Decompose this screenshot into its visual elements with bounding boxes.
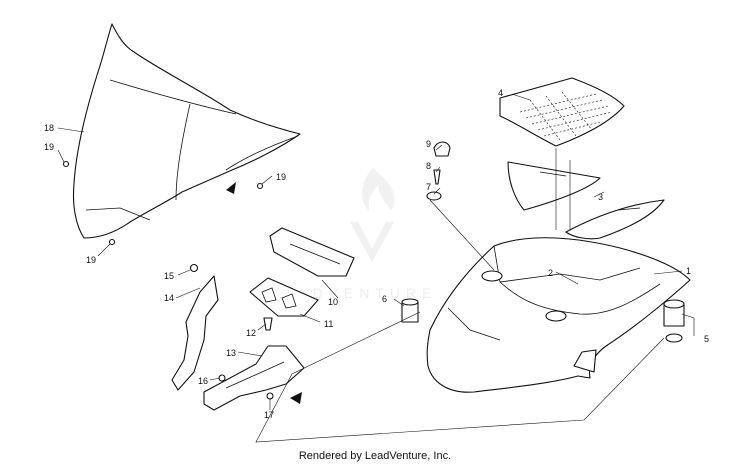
callout-16: 16 bbox=[198, 376, 208, 386]
knob-9 bbox=[433, 141, 451, 157]
grommet-7 bbox=[426, 191, 442, 201]
switch-5 bbox=[663, 299, 685, 343]
fastener-15 bbox=[189, 263, 199, 273]
leader-lines bbox=[57, 93, 695, 443]
callout-9: 9 bbox=[426, 139, 431, 149]
callout-8: 8 bbox=[426, 161, 431, 171]
windshield bbox=[72, 23, 301, 239]
hood bbox=[426, 237, 691, 393]
callout-3: 3 bbox=[598, 192, 603, 202]
callout-15: 15 bbox=[164, 271, 174, 281]
callout-1: 1 bbox=[686, 266, 691, 276]
callout-5: 5 bbox=[704, 334, 709, 344]
fastener-19a bbox=[62, 160, 70, 168]
gauge-housing bbox=[269, 227, 355, 277]
lens-upper bbox=[507, 161, 601, 211]
lens-lower bbox=[565, 199, 665, 240]
bracket-13 bbox=[203, 345, 305, 411]
callout-12: 12 bbox=[246, 328, 256, 338]
callout-7: 7 bbox=[426, 182, 431, 192]
arrow-marker-icon bbox=[290, 392, 302, 404]
callout-14: 14 bbox=[164, 293, 174, 303]
fastener-19c bbox=[108, 238, 116, 246]
callout-19: 19 bbox=[44, 142, 54, 152]
callout-4: 4 bbox=[498, 88, 503, 98]
mount-bracket-14 bbox=[171, 275, 219, 391]
fastener-19b bbox=[256, 182, 264, 190]
callout-13: 13 bbox=[226, 348, 236, 358]
footer-credit: Rendered by LeadVenture, Inc. bbox=[298, 450, 452, 462]
switch-6 bbox=[401, 298, 419, 323]
arrow-marker-icon bbox=[226, 182, 236, 194]
callout-11: 11 bbox=[324, 319, 333, 329]
callout-2: 2 bbox=[548, 268, 553, 278]
callout-18: 18 bbox=[44, 123, 54, 133]
screw-8 bbox=[433, 169, 441, 185]
callout-10: 10 bbox=[328, 297, 338, 307]
bracket-11 bbox=[249, 277, 319, 317]
callout-17: 17 bbox=[264, 410, 274, 420]
callout-19: 19 bbox=[86, 255, 96, 265]
callout-19: 19 bbox=[276, 172, 286, 182]
fastener-12 bbox=[263, 317, 273, 331]
callout-6: 6 bbox=[382, 294, 387, 304]
mesh-grille bbox=[499, 77, 625, 147]
